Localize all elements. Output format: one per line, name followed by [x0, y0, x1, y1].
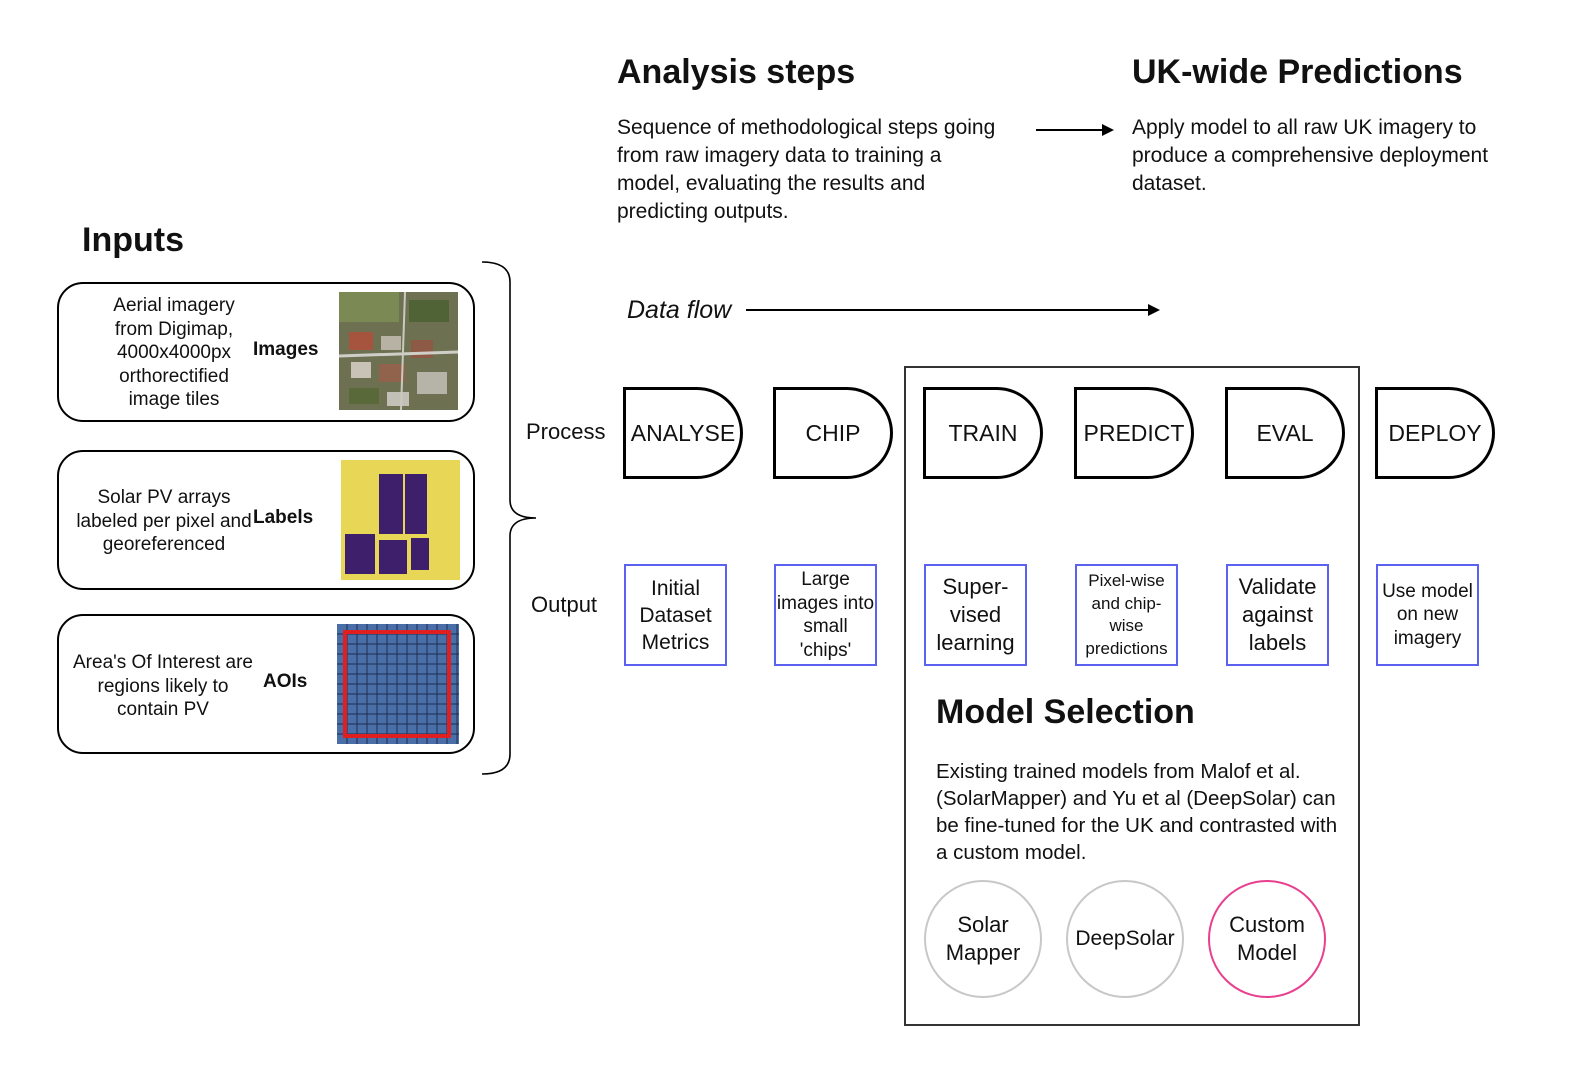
input-labels-box: Solar PV arrays labeled per pixel and ge…	[57, 450, 475, 590]
model-deepsolar: DeepSolar	[1066, 880, 1184, 998]
model-selection-text: Existing trained models from Malof et al…	[936, 760, 1338, 864]
input-images-box: Aerial imagery from Digimap, 4000x4000px…	[57, 282, 475, 422]
step-eval: EVAL	[1225, 387, 1345, 479]
predictions-text: Apply model to all raw UK imagery to pro…	[1132, 116, 1489, 195]
input-aois-label: AOIs	[263, 671, 308, 692]
input-aois-box: Area's Of Interest are regions likely to…	[57, 614, 475, 754]
predictions-title: UK-wide Predictions	[1132, 53, 1463, 91]
step-predict: PREDICT	[1074, 387, 1194, 479]
input-labels-desc: Solar PV arrays labeled per pixel and ge…	[76, 487, 252, 555]
step-chip: CHIP	[773, 387, 893, 479]
output-analyse: Initial Dataset Metrics	[624, 564, 727, 666]
label-mask-thumbnail	[341, 460, 460, 580]
inputs-brace	[481, 261, 537, 775]
model-selection-title: Model Selection	[936, 693, 1195, 731]
step-train: TRAIN	[923, 387, 1043, 479]
input-images-desc: Aerial imagery from Digimap, 4000x4000px…	[113, 295, 235, 410]
step-analyse: ANALYSE	[623, 387, 743, 479]
analysis-title: Analysis steps	[617, 53, 856, 91]
input-labels-label: Labels	[253, 507, 314, 528]
input-aois-desc: Area's Of Interest are regions likely to…	[73, 652, 253, 720]
data-flow-label: Data flow	[627, 296, 732, 324]
process-label: Process	[526, 419, 606, 444]
output-eval: Validate against labels	[1226, 564, 1329, 666]
output-chip: Large images into small 'chips'	[774, 564, 877, 666]
input-images-label: Images	[253, 339, 319, 360]
output-predict: Pixel-wise and chip-wise predictions	[1075, 564, 1178, 666]
aoi-grid-thumbnail	[337, 624, 459, 744]
aerial-image-thumbnail	[339, 292, 458, 410]
model-custom: Custom Model	[1208, 880, 1326, 998]
model-solarmapper: Solar Mapper	[924, 880, 1042, 998]
aoi-outline	[343, 630, 451, 738]
analysis-to-predictions-arrow	[1036, 124, 1114, 136]
output-label: Output	[531, 592, 598, 617]
analysis-text: Sequence of methodological steps going f…	[617, 116, 996, 223]
model-selection-panel	[904, 366, 1360, 1026]
output-deploy: Use model on new imagery	[1376, 564, 1479, 666]
data-flow-arrow	[746, 304, 1160, 316]
step-deploy: DEPLOY	[1375, 387, 1495, 479]
inputs-title: Inputs	[82, 221, 184, 259]
output-train: Super-vised learning	[924, 564, 1027, 666]
